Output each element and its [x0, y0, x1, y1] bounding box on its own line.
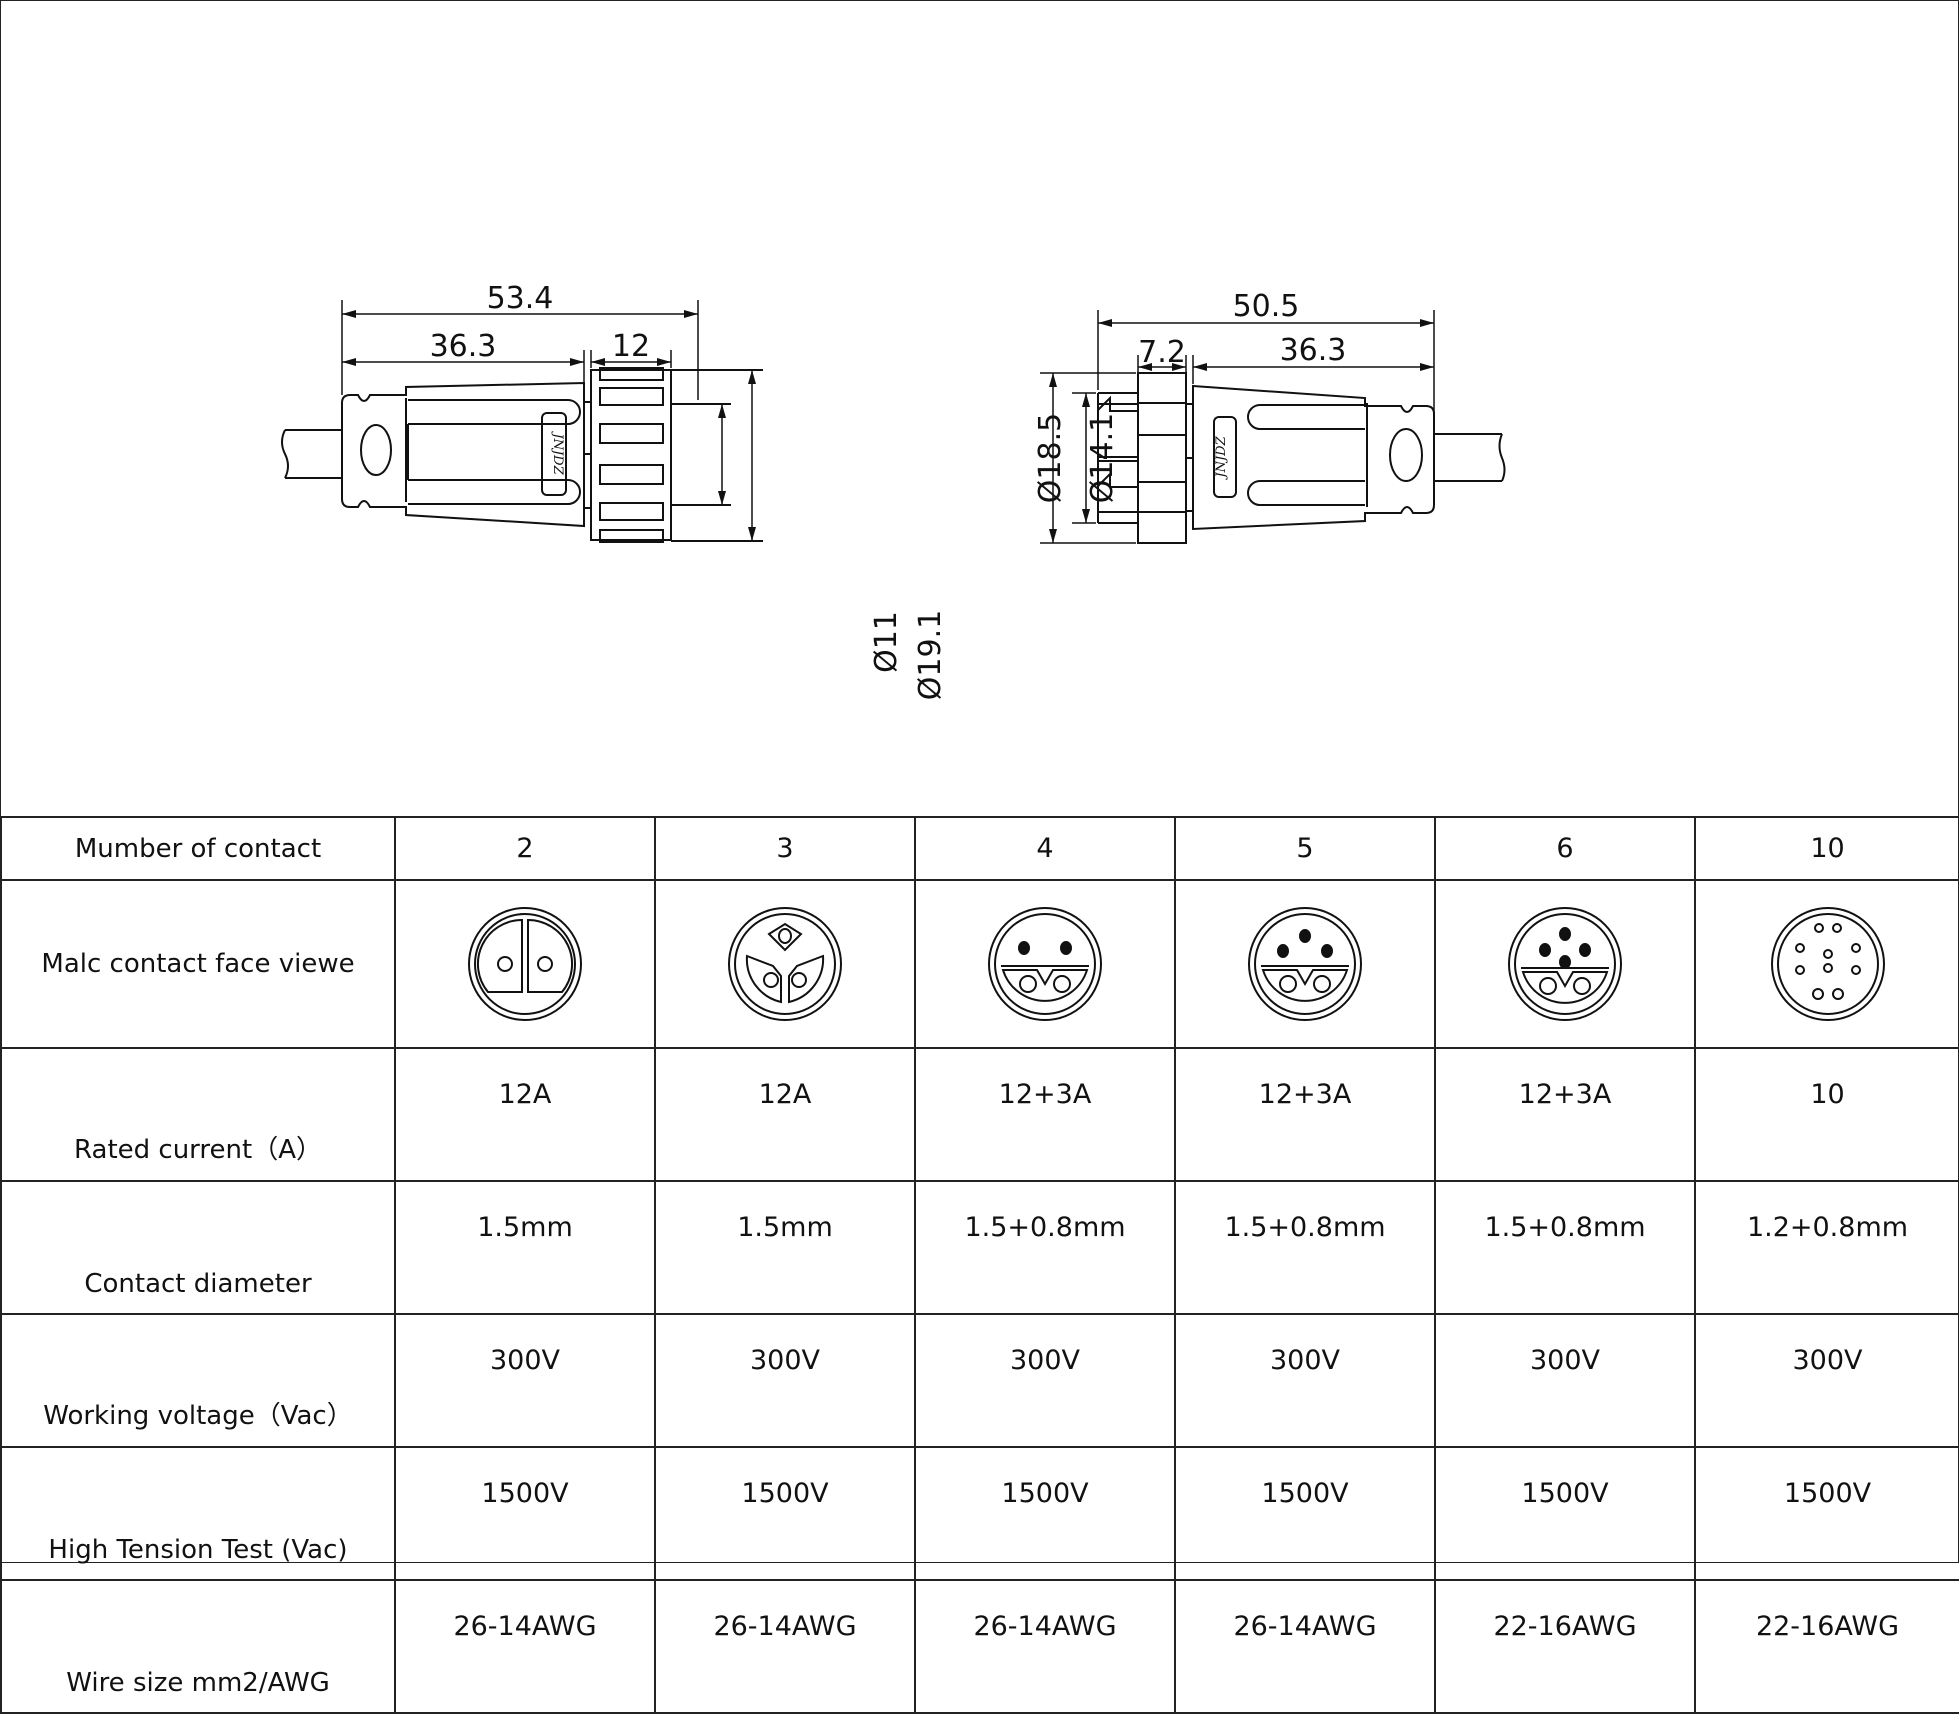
male-nut-length: 12 — [612, 329, 650, 364]
female-receptacle — [1097, 392, 1138, 524]
male-cable — [281, 429, 342, 479]
column-header: 6 — [1434, 816, 1696, 881]
table-cell: 22-16AWG — [1434, 1579, 1696, 1714]
table-cell: 1500V — [1434, 1446, 1696, 1581]
table-cell: 300V — [654, 1313, 916, 1448]
table-cell: 12+3A — [1434, 1047, 1696, 1182]
contact-face-2-pin-icon — [468, 907, 582, 1021]
female-nut-length: 7.2 — [1138, 335, 1186, 370]
table-cell: 1.2+0.8mm — [1694, 1180, 1959, 1315]
contact-face-5-pin-icon — [1248, 907, 1362, 1021]
table-cell: 1500V — [654, 1446, 916, 1581]
female-coupling-nut — [1137, 372, 1187, 544]
female-body-length: 36.3 — [1280, 333, 1347, 368]
contact-face-cell — [394, 879, 656, 1049]
male-body-length: 36.3 — [430, 329, 497, 364]
female-cable — [1434, 433, 1506, 482]
contact-face-cell — [1694, 879, 1959, 1049]
row-label: Mumber of contact — [0, 816, 396, 881]
table-cell: 1.5+0.8mm — [914, 1180, 1176, 1315]
table-cell: 26-14AWG — [654, 1579, 916, 1714]
contact-face-cell — [1434, 879, 1696, 1049]
male-inner-diameter: Ø11 — [869, 611, 904, 673]
male-coupling-nut — [590, 369, 672, 541]
contact-face-cell — [654, 879, 916, 1049]
contact-face-cell — [914, 879, 1176, 1049]
table-cell: 1500V — [914, 1446, 1176, 1581]
column-header: 2 — [394, 816, 656, 881]
female-outer-diameter: Ø18.5 — [1033, 413, 1068, 503]
contact-face-6-pin-icon — [1508, 907, 1622, 1021]
contact-face-4-pin-icon — [988, 907, 1102, 1021]
table-cell: 1500V — [1174, 1446, 1436, 1581]
table-cell: 10 — [1694, 1047, 1959, 1182]
row-label: Malc contact face viewe — [0, 879, 396, 1049]
female-overall-length: 50.5 — [1233, 289, 1300, 324]
row-label: Rated current（A） — [0, 1047, 396, 1182]
column-header: 5 — [1174, 816, 1436, 881]
table-cell: 300V — [914, 1313, 1176, 1448]
row-label: High Tension Test (Vac) — [0, 1446, 396, 1581]
table-cell: 300V — [394, 1313, 656, 1448]
table-cell: 26-14AWG — [1174, 1579, 1436, 1714]
table-cell: 1500V — [394, 1446, 656, 1581]
table-cell: 1.5+0.8mm — [1174, 1180, 1436, 1315]
table-cell: 12A — [654, 1047, 916, 1182]
female-logo: JNJDZ — [1214, 435, 1229, 480]
table-cell: 300V — [1694, 1313, 1959, 1448]
male-outer-diameter: Ø19.1 — [913, 610, 948, 700]
female-body — [1192, 384, 1435, 531]
column-header: 4 — [914, 816, 1176, 881]
table-cell: 1.5mm — [394, 1180, 656, 1315]
contact-face-10-pin-icon — [1770, 907, 1885, 1021]
table-cell: 1500V — [1694, 1446, 1959, 1581]
female-logo-badge — [1213, 416, 1237, 498]
table-cell: 22-16AWG — [1694, 1579, 1959, 1714]
contact-face-cell — [1174, 879, 1436, 1049]
table-cell: 1.5mm — [654, 1180, 916, 1315]
table-cell: 1.5+0.8mm — [1434, 1180, 1696, 1315]
male-logo-badge — [541, 412, 567, 496]
table-cell: 12A — [394, 1047, 656, 1182]
column-header: 10 — [1694, 816, 1959, 881]
table-cell: 300V — [1174, 1313, 1436, 1448]
row-label: Wire size mm2/AWG — [0, 1579, 396, 1714]
table-cell: 12+3A — [914, 1047, 1176, 1182]
male-overall-length: 53.4 — [487, 281, 554, 316]
table-cell: 300V — [1434, 1313, 1696, 1448]
column-header: 3 — [654, 816, 916, 881]
male-body — [341, 381, 585, 528]
male-connector: JNJDZ — [281, 300, 763, 543]
connector-drawing: JNJDZ 53.4 36.3 12 Ø11 Ø19.1 JNJDZ 50.5 — [281, 281, 1506, 700]
table-cell: 26-14AWG — [394, 1579, 656, 1714]
male-logo: JNJDZ — [550, 430, 565, 475]
row-label: Working voltage（Vac） — [0, 1313, 396, 1448]
table-cell: 12+3A — [1174, 1047, 1436, 1182]
table-row: Malc contact face viewe — [0, 879, 1959, 1049]
contact-face-3-pin-icon — [728, 907, 842, 1021]
female-connector: JNJDZ — [1040, 310, 1506, 544]
table-cell: 26-14AWG — [914, 1579, 1176, 1714]
row-label: Contact diameter — [0, 1180, 396, 1315]
female-inner-diameter: Ø14.1 — [1085, 413, 1120, 503]
